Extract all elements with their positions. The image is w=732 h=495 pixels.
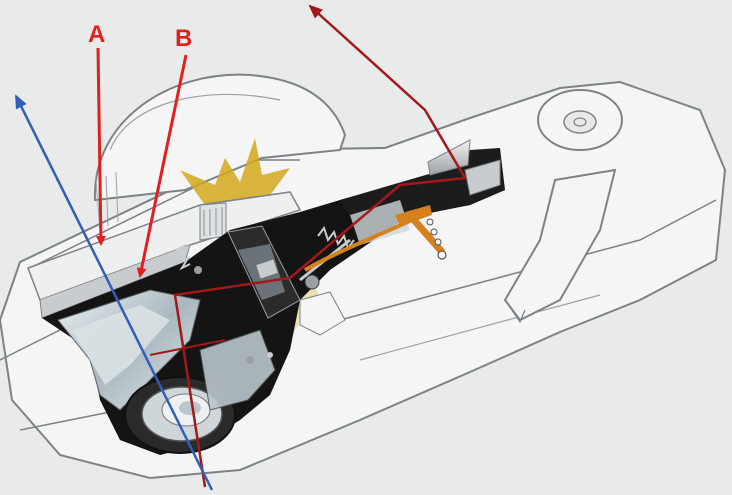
- frame-ray: [149, 339, 226, 356]
- arrow-b: [136, 54, 188, 278]
- rewind-crank: [503, 89, 623, 324]
- arrow-a: [95, 47, 106, 246]
- viewfinder-ray: [14, 94, 214, 491]
- annotations: [95, 47, 188, 278]
- label-b: B: [175, 25, 193, 52]
- top-cover: [27, 191, 302, 319]
- label-a: A: [88, 21, 106, 48]
- light-rays: [14, 4, 468, 491]
- rangefinder-ray: [173, 4, 468, 488]
- flex-circuit: [304, 205, 447, 272]
